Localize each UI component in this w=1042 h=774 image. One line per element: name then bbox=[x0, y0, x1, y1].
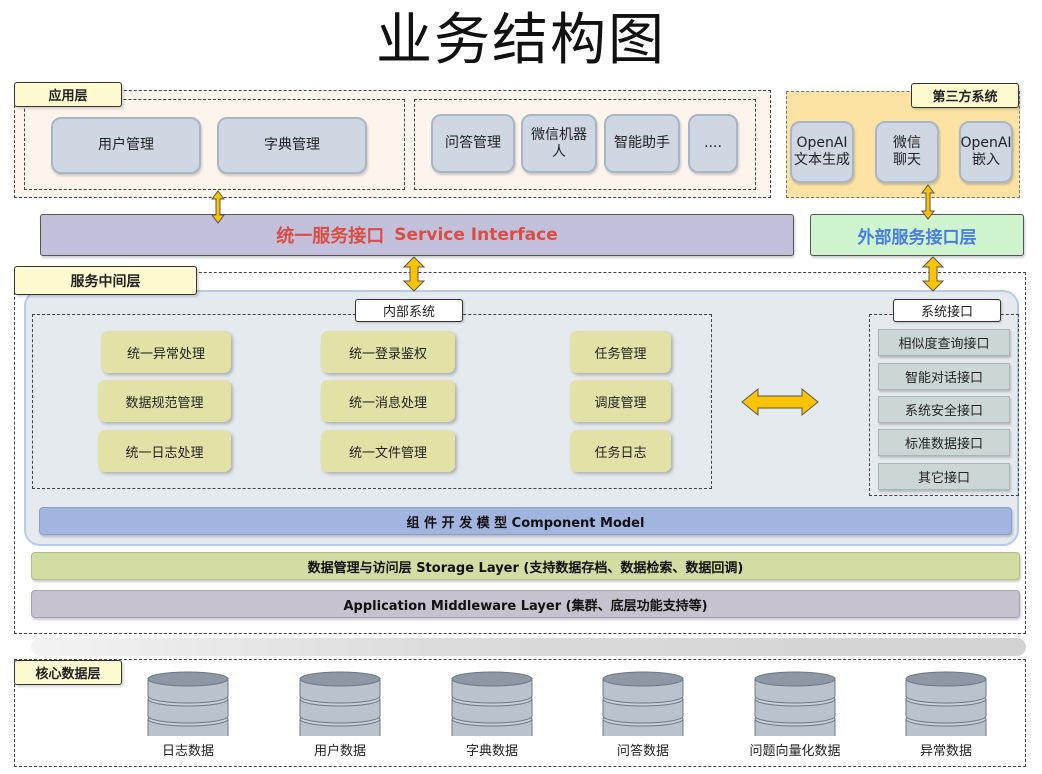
core-data-tag: 核心数据层 bbox=[14, 660, 122, 685]
db-vector: 问题向量化数据 bbox=[749, 668, 841, 759]
iface-dialogue[interactable]: 智能对话接口 bbox=[878, 363, 1010, 390]
internal-item-task-mgmt[interactable]: 任务管理 bbox=[570, 331, 671, 373]
db-qa: 问答数据 bbox=[601, 668, 685, 759]
internal-item-schedule[interactable]: 调度管理 bbox=[570, 380, 671, 422]
internal-item-task-log[interactable]: 任务日志 bbox=[570, 430, 671, 472]
arrow-service-to-middle bbox=[403, 256, 425, 292]
iface-security[interactable]: 系统安全接口 bbox=[878, 396, 1010, 423]
internal-item-file-mgmt[interactable]: 统一文件管理 bbox=[321, 430, 455, 472]
arrow-app-to-service bbox=[211, 190, 225, 224]
db-label: 用户数据 bbox=[313, 744, 366, 759]
service-interface-en: Service Interface bbox=[394, 225, 558, 245]
db-label: 异常数据 bbox=[919, 744, 972, 759]
cylinder-top bbox=[905, 671, 987, 687]
database-icon bbox=[147, 671, 229, 744]
third-party-tag: 第三方系统 bbox=[911, 83, 1019, 108]
component-model-bar: 组 件 开 发 模 型 Component Model bbox=[39, 507, 1012, 535]
third-wechat-chat[interactable]: 微信 聊天 bbox=[875, 121, 939, 183]
external-interface-bar: 外部服务接口层 bbox=[810, 214, 1024, 256]
cylinder-top bbox=[147, 671, 229, 687]
iface-standard-data[interactable]: 标准数据接口 bbox=[878, 429, 1010, 456]
internal-item-logging[interactable]: 统一日志处理 bbox=[98, 430, 231, 472]
internal-system-label: 内部系统 bbox=[355, 299, 463, 322]
database-icon bbox=[451, 671, 533, 744]
db-user: 用户数据 bbox=[298, 668, 382, 759]
db-label: 问题向量化数据 bbox=[749, 744, 841, 759]
database-icon bbox=[299, 671, 381, 744]
cylinder-top bbox=[299, 671, 381, 687]
app-item-qa-mgmt[interactable]: 问答管理 bbox=[431, 114, 515, 173]
core-data-layer bbox=[14, 659, 1026, 767]
internal-item-exception[interactable]: 统一异常处理 bbox=[101, 331, 231, 373]
internal-item-login-auth[interactable]: 统一登录鉴权 bbox=[321, 331, 455, 373]
storage-layer-bar: 数据管理与访问层 Storage Layer (支持数据存档、数据检索、数据回调… bbox=[31, 552, 1020, 580]
cylinder-top bbox=[754, 671, 836, 687]
layer-separator bbox=[31, 638, 1026, 656]
database-icon bbox=[602, 671, 684, 744]
app-item-user-mgmt[interactable]: 用户管理 bbox=[51, 117, 201, 174]
third-openai-text[interactable]: OpenAI 文本生成 bbox=[790, 121, 854, 183]
db-exception: 异常数据 bbox=[904, 668, 988, 759]
app-layer-tag: 应用层 bbox=[14, 82, 122, 107]
internal-item-message[interactable]: 统一消息处理 bbox=[321, 380, 455, 422]
iface-similarity[interactable]: 相似度查询接口 bbox=[878, 329, 1010, 356]
iface-other[interactable]: 其它接口 bbox=[878, 463, 1010, 490]
middle-layer bbox=[14, 272, 1026, 634]
cylinder-top bbox=[451, 671, 533, 687]
arrow-internal-to-interface bbox=[741, 387, 819, 417]
arrow-third-to-external bbox=[921, 184, 935, 220]
cylinder-top bbox=[602, 671, 684, 687]
db-label: 字典数据 bbox=[465, 744, 518, 759]
internal-item-data-spec[interactable]: 数据规范管理 bbox=[98, 380, 231, 422]
arrow-external-to-middle bbox=[922, 256, 944, 292]
app-item-more[interactable]: .... bbox=[688, 114, 738, 173]
service-interface-cn: 统一服务接口 bbox=[276, 226, 385, 247]
page-title: 业务结构图 bbox=[376, 8, 666, 73]
db-label: 问答数据 bbox=[616, 744, 669, 759]
middleware-layer-bar: Application Middleware Layer (集群、底层功能支持等… bbox=[31, 590, 1020, 618]
service-interface-bar: 统一服务接口 Service Interface bbox=[40, 214, 794, 256]
app-item-wechat-bot[interactable]: 微信机器人 bbox=[521, 114, 597, 173]
database-icon bbox=[754, 671, 836, 744]
sys-interface-label: 系统接口 bbox=[893, 299, 1001, 322]
db-label: 日志数据 bbox=[161, 744, 214, 759]
database-icon bbox=[905, 671, 987, 744]
third-openai-embed[interactable]: OpenAI 嵌入 bbox=[959, 121, 1013, 183]
db-dict: 字典数据 bbox=[450, 668, 534, 759]
db-log: 日志数据 bbox=[146, 668, 230, 759]
app-item-assistant[interactable]: 智能助手 bbox=[604, 114, 680, 173]
app-item-dict-mgmt[interactable]: 字典管理 bbox=[217, 117, 367, 174]
middle-layer-tag: 服务中间层 bbox=[14, 266, 197, 295]
